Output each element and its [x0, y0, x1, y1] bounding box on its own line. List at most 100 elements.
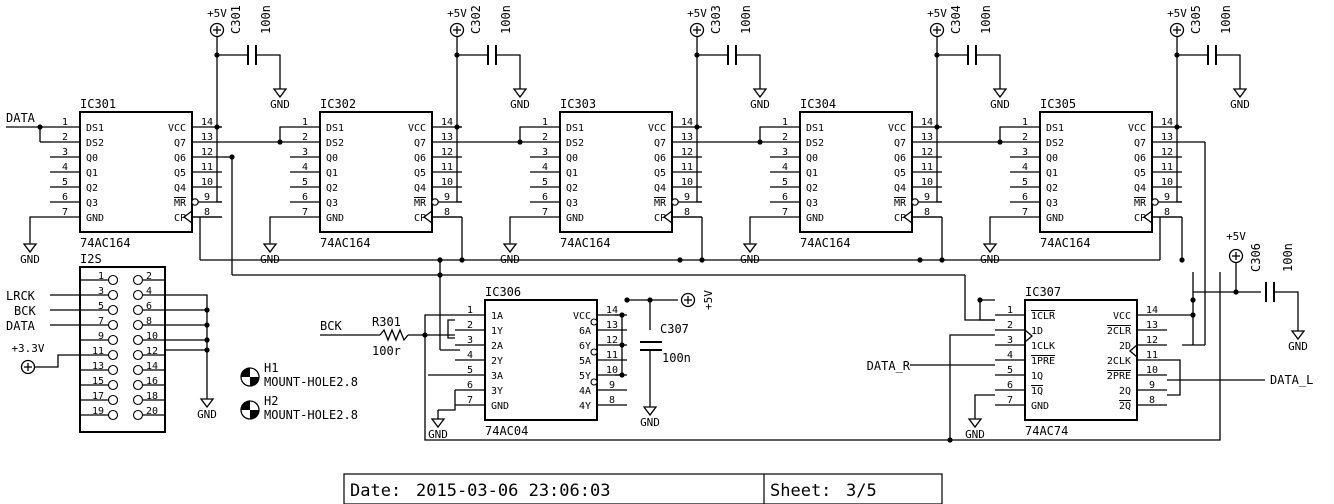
pin-name: 1Q	[1031, 371, 1043, 382]
pin-number: 6	[782, 192, 788, 203]
pin-number: 10	[1146, 365, 1158, 376]
cap-value: 100n	[739, 5, 753, 34]
pin-name: Q6	[654, 153, 666, 164]
cap-value: 100n	[662, 351, 691, 365]
pin-number: 9	[1149, 380, 1155, 391]
pin-name: Q0	[86, 153, 98, 164]
gnd-label: GND	[640, 416, 660, 429]
mount-ref: H2	[264, 394, 278, 408]
pin-number: 3	[542, 147, 548, 158]
gnd-label: GND	[1288, 340, 1308, 353]
gnd-label: GND	[197, 408, 217, 421]
pin-name: VCC	[888, 123, 906, 134]
power-label: +5V	[687, 7, 707, 20]
sheet-label: Sheet:	[770, 481, 831, 501]
junction-dot	[619, 342, 625, 348]
pin-number: 11	[606, 350, 618, 361]
power-symbol: +5V	[1226, 230, 1246, 264]
cap-ref: C303	[709, 5, 723, 34]
pin-number: 6	[1022, 192, 1028, 203]
pin-name: CP	[654, 213, 666, 224]
pin-number: 9	[924, 192, 930, 203]
pin-number: 6	[302, 192, 308, 203]
pin-name: Q1	[806, 168, 818, 179]
cap-value: 100n	[1219, 5, 1233, 34]
junction-dot	[204, 322, 210, 328]
pin-number: 14	[681, 117, 693, 128]
pin-name: Q7	[1134, 138, 1146, 149]
pin-number: 3	[782, 147, 788, 158]
pin-name: Q0	[566, 153, 578, 164]
pin-name: CP	[894, 213, 906, 224]
pin-name: Q2	[806, 183, 818, 194]
pin-name: Q6	[414, 153, 426, 164]
pin-number: 7	[542, 207, 548, 218]
pin-name: 1CLR	[1031, 311, 1056, 322]
capacitor-symbol	[487, 45, 497, 65]
pin-name: Q1	[326, 168, 338, 179]
pin-number: 6	[542, 192, 548, 203]
pin-name: Q6	[174, 153, 186, 164]
pin-number: 4	[146, 286, 152, 297]
pin-name: MR	[414, 198, 427, 209]
pin-number: 7	[62, 207, 68, 218]
junction-dot	[624, 297, 630, 303]
pin-number: 19	[92, 406, 104, 417]
pin-name: MR	[894, 198, 907, 209]
pin-name: Q6	[894, 153, 906, 164]
pin-number: 6	[146, 301, 152, 312]
pin-name: DS1	[86, 123, 104, 134]
pin-number: 6	[467, 380, 473, 391]
capacitor-symbol	[247, 45, 257, 65]
pin-name: GND	[566, 213, 584, 224]
pin-name: VCC	[168, 123, 186, 134]
gnd-label: GND	[20, 253, 40, 266]
pin-name: MR	[654, 198, 667, 209]
power-label: +5V	[678, 0, 698, 3]
pin-name: 2Q	[1119, 386, 1131, 397]
junction-dot	[422, 332, 428, 338]
pin-number: 5	[542, 177, 548, 188]
gnd-symbol: GND	[740, 235, 760, 266]
gnd-symbol: GND	[500, 235, 520, 266]
chip-ref: IC303	[560, 97, 596, 111]
pin-name: 1D	[1031, 326, 1043, 337]
resistor-value: 100r	[372, 344, 401, 358]
pin-name: 3A	[491, 371, 503, 382]
pin-number: 5	[782, 177, 788, 188]
pin-number: 15	[92, 376, 104, 387]
pin-number: 8	[609, 395, 615, 406]
power-label: +3.3V	[11, 342, 44, 355]
pin-number: 7	[98, 316, 104, 327]
pin-name: 1CLK	[1031, 341, 1055, 352]
pin-name: VCC	[1128, 123, 1146, 134]
pin-name: 2PRE	[1107, 371, 1131, 382]
gnd-symbol: GND	[197, 390, 217, 421]
chip-part: 74AC164	[560, 236, 611, 250]
pin-number: 9	[204, 192, 210, 203]
pin-name: Q5	[894, 168, 906, 179]
cap-ref: C306	[1249, 243, 1263, 272]
capacitor-symbol	[727, 45, 737, 65]
pin-number: 4	[62, 162, 68, 173]
gnd-label: GND	[965, 428, 985, 441]
pin-number: 3	[62, 147, 68, 158]
pin-number: 5	[98, 301, 104, 312]
pin-number: 11	[441, 162, 453, 173]
pin-name: VCC	[1113, 311, 1131, 322]
pin-name: 4Y	[579, 401, 591, 412]
gnd-symbol: GND	[20, 235, 40, 266]
pin-number: 11	[681, 162, 693, 173]
pin-name: Q0	[326, 153, 338, 164]
pin-name: Q4	[654, 183, 666, 194]
pin-number: 7	[782, 207, 788, 218]
pin-number: 8	[924, 207, 930, 218]
pin-number: 14	[1161, 117, 1173, 128]
pin-number: 9	[444, 192, 450, 203]
pin-number: 14	[146, 361, 158, 372]
gnd-symbol: GND	[750, 80, 770, 111]
pin-number: 2	[542, 132, 548, 143]
pin-name: Q2	[566, 183, 578, 194]
pin-number: 12	[201, 147, 213, 158]
